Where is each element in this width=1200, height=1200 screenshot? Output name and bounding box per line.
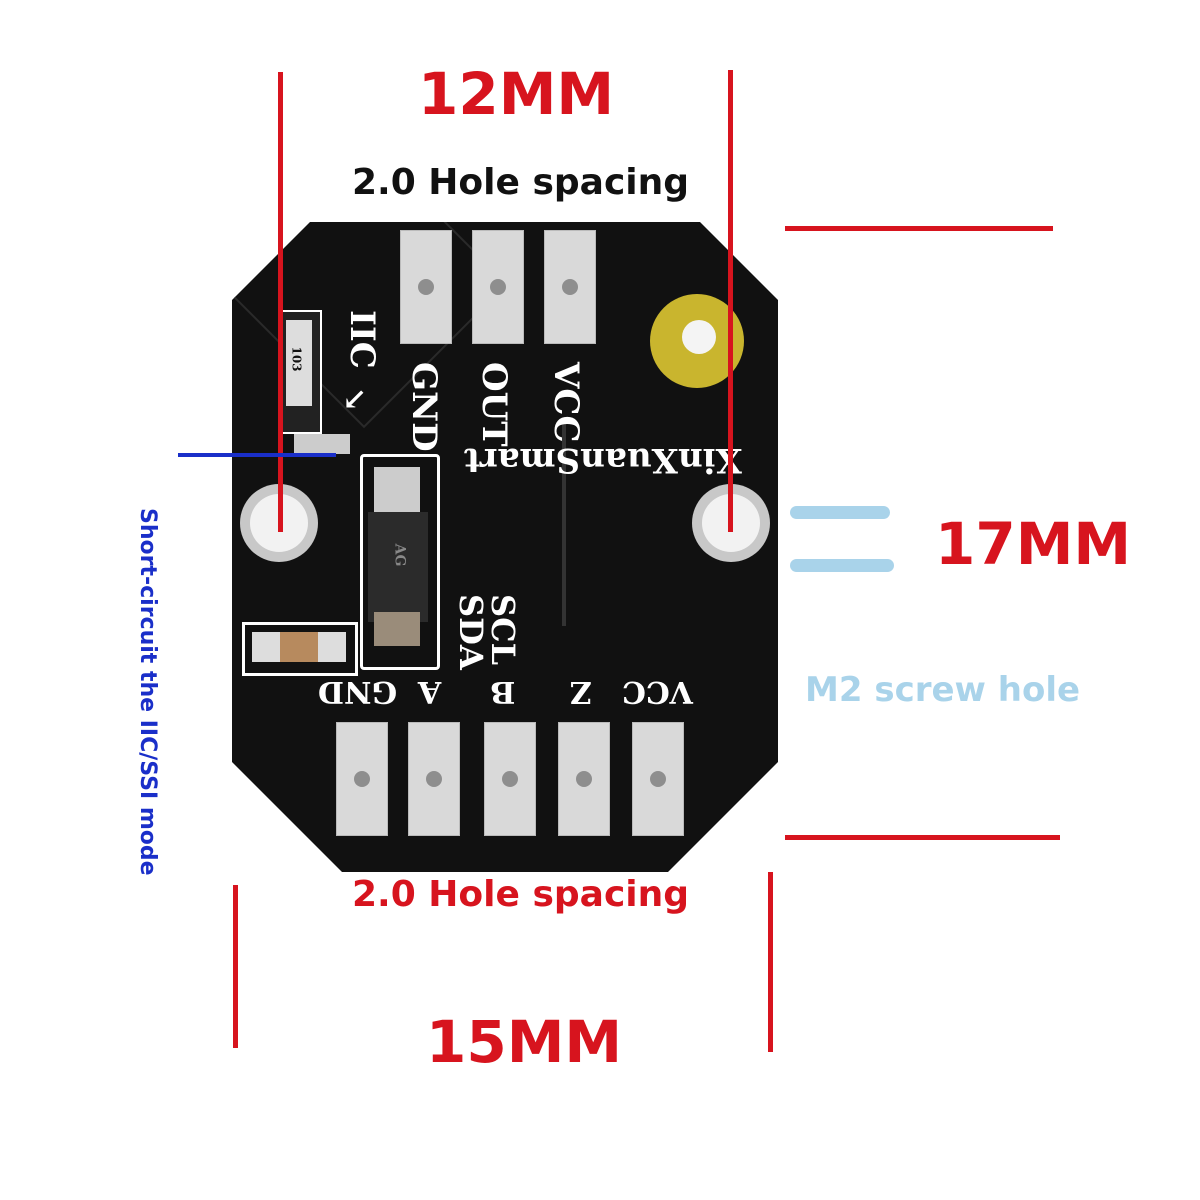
pin-label-out: OUT (474, 362, 514, 447)
pin-label-bottom-gnd: GND (318, 674, 398, 709)
pin-label-gnd: GND (404, 362, 444, 452)
pin-label-bottom-vcc: VCC (622, 674, 694, 709)
bottom-spacing-label: 2.0 Hole spacing (352, 874, 690, 915)
dimension-line-bottom-horizontal (785, 835, 1060, 840)
pin-label-a: A (418, 674, 442, 709)
height-label: 17MM (935, 510, 1132, 578)
dimension-line-bottom-left (233, 885, 238, 1048)
diode-pad-top (374, 467, 420, 517)
pin-label-vcc: VCC (546, 362, 586, 443)
screw-marker-bottom (790, 559, 894, 572)
resistor-marking: 103 (289, 346, 304, 372)
pad-vcc (544, 230, 596, 344)
gold-pad-hole (682, 320, 716, 354)
short-circuit-pointer-line (178, 453, 336, 457)
short-circuit-note: Short-circuit the IIC/SSI mode (135, 508, 160, 876)
pad-out (472, 230, 524, 344)
mode-label: IIC (342, 310, 382, 369)
width-top-label: 12MM (418, 60, 615, 128)
pad-a (408, 722, 460, 836)
pad-bottom-vcc (632, 722, 684, 836)
pin-label-z: Z (570, 674, 592, 709)
dimension-line-left (278, 72, 283, 532)
pin-label-b: B (490, 674, 516, 709)
diode-outline (360, 454, 440, 670)
capacitor-bottom (252, 632, 346, 662)
diode (368, 512, 428, 622)
arrow-icon: ↙ (342, 382, 368, 417)
diode-pad-bottom (374, 612, 420, 646)
pcb-board: GND OUT VCC IIC ↙ XinXuanSmart 103 AG SC… (232, 222, 778, 872)
screw-hole-label: M2 screw hole (805, 670, 1081, 710)
diode-marking: AG (391, 543, 408, 567)
pad-bottom-gnd (336, 722, 388, 836)
screw-marker-top (790, 506, 890, 519)
dimension-line-right (728, 70, 733, 532)
pad-z (558, 722, 610, 836)
width-bottom-label: 15MM (426, 1008, 623, 1076)
capacitor (294, 434, 350, 454)
dimension-line-bottom-right (768, 872, 773, 1052)
i2c-label-sda: SDA (452, 594, 490, 670)
pad-gnd (400, 230, 452, 344)
resistor-body (286, 320, 312, 406)
top-spacing-label: 2.0 Hole spacing (352, 162, 690, 203)
brand-label: XinXuanSmart (464, 440, 743, 480)
trace (562, 422, 566, 626)
capacitor-outline (242, 622, 358, 676)
dimension-line-top-horizontal (785, 226, 1053, 231)
pad-b (484, 722, 536, 836)
